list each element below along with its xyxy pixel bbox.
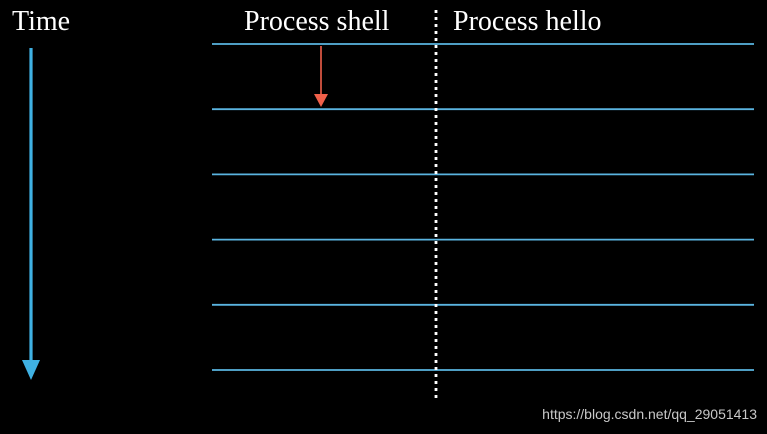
shell-event-arrowhead [314,94,328,107]
time-label: Time [12,6,71,37]
watermark-url: https://blog.csdn.net/qq_29051413 [542,406,757,422]
time-slot-lines [212,43,754,371]
time-axis-arrowhead [22,360,40,380]
process-shell-label: Process shell [244,6,390,37]
process-hello-label: Process hello [453,6,602,37]
